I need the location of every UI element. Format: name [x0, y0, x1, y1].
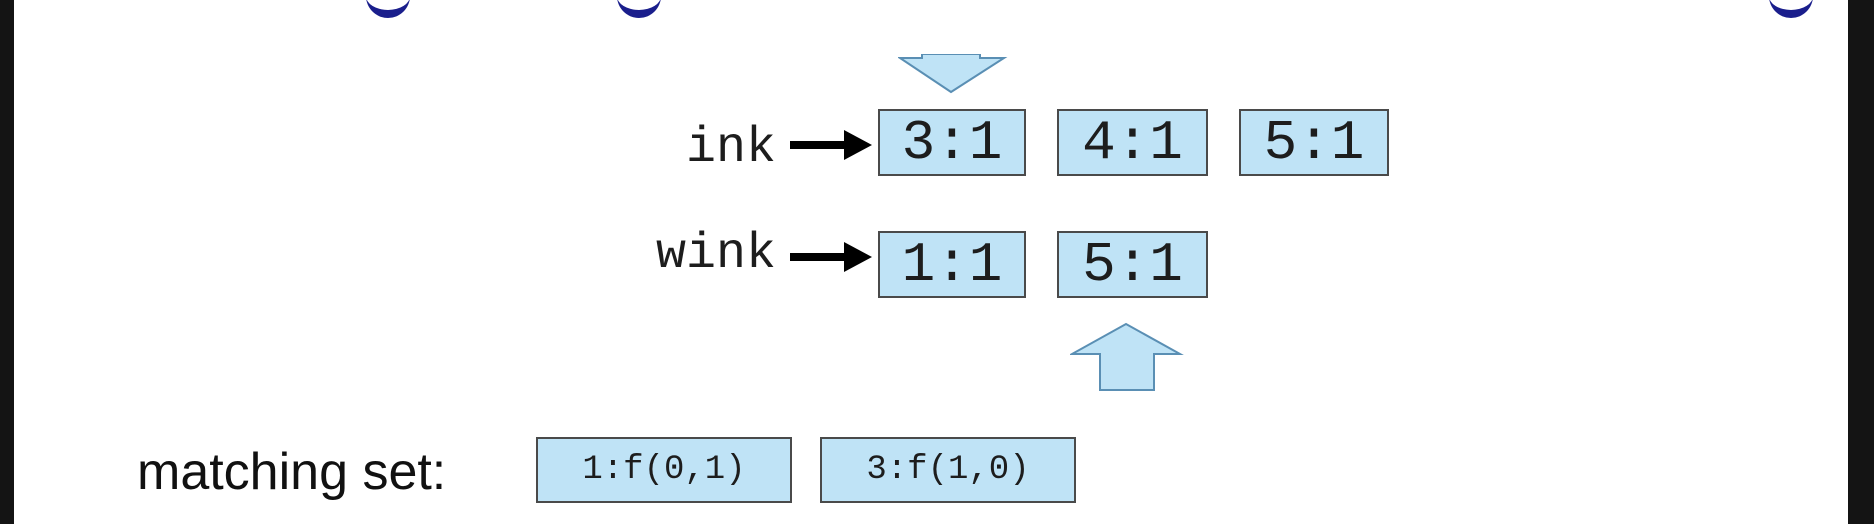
slide: ink 3:1 4:1 5:1 wink 1:1 5:1 matching se… — [14, 0, 1848, 524]
title-glyph-fragment — [617, 0, 661, 18]
matching-set-cell: 3:f(1,0) — [820, 437, 1076, 503]
posting-cell: 1:1 — [878, 231, 1026, 298]
term-label-wink: wink — [655, 226, 776, 283]
title-glyph-fragment — [366, 0, 410, 18]
posting-cell: 3:1 — [878, 109, 1026, 176]
up-cursor-arrow-icon — [1070, 322, 1184, 391]
posting-cell: 5:1 — [1239, 109, 1389, 176]
arrow-right-icon — [790, 130, 872, 160]
title-glyph-fragment — [1769, 0, 1813, 18]
cropped-title-fragment — [14, 0, 1848, 20]
matching-set-cell: 1:f(0,1) — [536, 437, 792, 503]
posting-cell: 4:1 — [1057, 109, 1208, 176]
term-label-ink: ink — [685, 120, 776, 177]
posting-cell: 5:1 — [1057, 231, 1208, 298]
matching-set-label: matching set: — [137, 443, 447, 501]
arrow-right-icon — [790, 242, 872, 272]
down-cursor-arrow-icon — [898, 54, 1008, 94]
